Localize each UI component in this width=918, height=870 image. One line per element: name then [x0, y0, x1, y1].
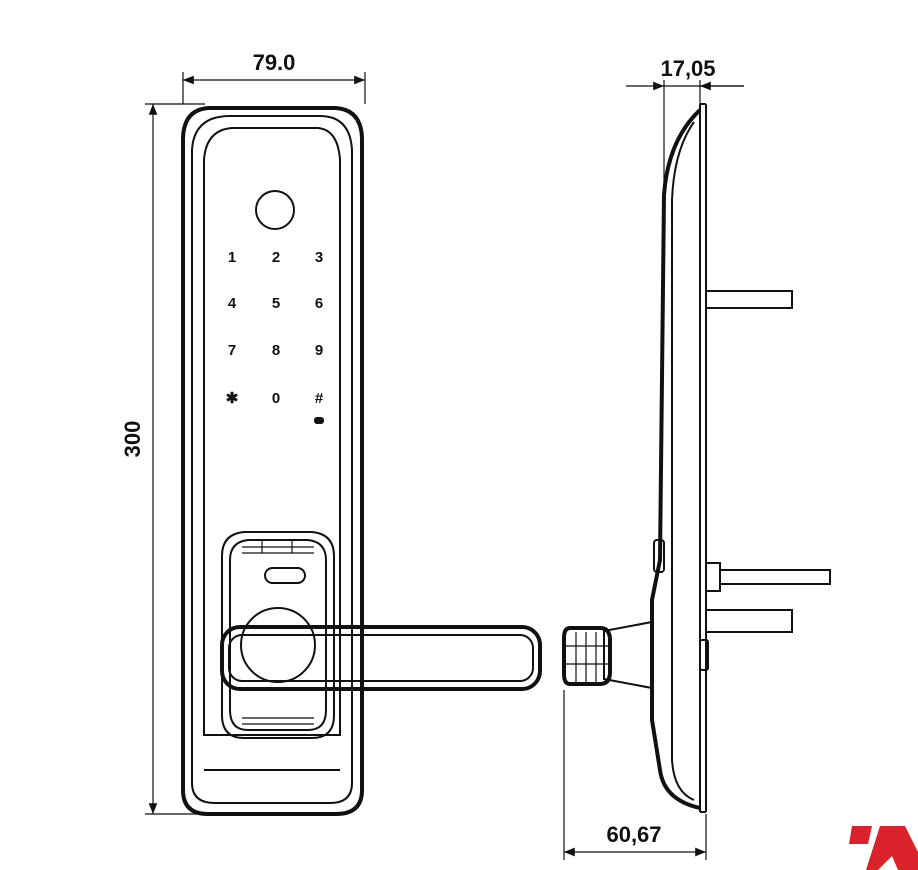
key-4: 4 [228, 295, 237, 312]
key-1: 1 [228, 249, 236, 266]
cylinder-housing [221, 531, 335, 739]
dimension-width: 79.0 [182, 50, 366, 104]
side-view [562, 103, 831, 813]
key-8: 8 [272, 342, 280, 359]
dimension-height: 300 [120, 103, 205, 815]
lever-handle [220, 625, 542, 691]
side-body-profile [650, 108, 702, 810]
key-slot-icon [264, 567, 306, 584]
key-6: 6 [315, 295, 323, 312]
keypad-panel [203, 127, 341, 736]
key-0: 0 [272, 390, 280, 407]
lever-side-profile [562, 620, 653, 690]
key-2: 2 [272, 249, 280, 266]
front-view: 1 2 3 4 5 6 7 8 9 ✱ 0 # [181, 106, 542, 816]
spindle-bars [705, 290, 831, 633]
dimension-lever-depth-label: 60,67 [606, 822, 661, 847]
key-9: 9 [315, 342, 323, 359]
key-7: 7 [228, 342, 236, 359]
fingerprint-sensor-icon [255, 190, 295, 230]
key-hash: # [315, 390, 324, 407]
dimension-depth: 17,05 [626, 56, 744, 195]
front-body-inner [191, 115, 353, 804]
keypad: 1 2 3 4 5 6 7 8 9 ✱ 0 # [226, 249, 324, 424]
dimension-lever-depth: 60,67 [563, 690, 707, 860]
key-3: 3 [315, 249, 323, 266]
brand-logo [849, 826, 918, 870]
key-star: ✱ [226, 390, 239, 407]
dimension-width-label: 79.0 [253, 50, 296, 75]
dimension-height-label: 300 [120, 421, 145, 458]
lock-indicator-icon [314, 417, 324, 424]
dimension-depth-label: 17,05 [660, 56, 715, 81]
front-body-outline [181, 106, 364, 816]
key-5: 5 [272, 295, 280, 312]
